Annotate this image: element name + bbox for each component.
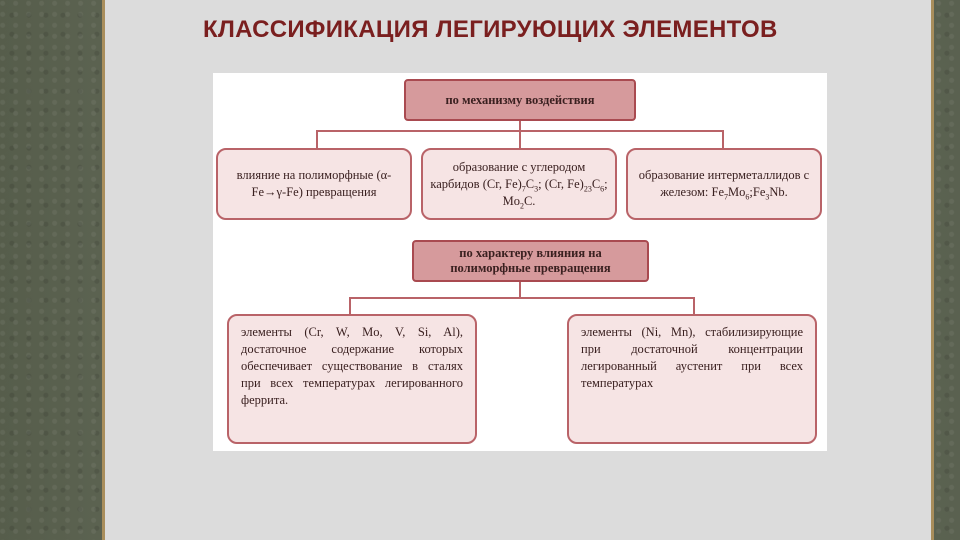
connector: [519, 130, 521, 148]
mechanism-item-label: образование с углеродом карбидов (Cr, Fe…: [430, 159, 608, 210]
connector: [722, 130, 724, 148]
connector: [693, 297, 695, 315]
mechanism-item-intermetallics: образование интерметаллидов с железом: F…: [626, 148, 822, 220]
slide-title: КЛАССИФИКАЦИЯ ЛЕГИРУЮЩИХ ЭЛЕМЕНТОВ: [203, 16, 778, 43]
slide: КЛАССИФИКАЦИЯ ЛЕГИРУЮЩИХ ЭЛЕМЕНТОВ по ме…: [102, 0, 934, 540]
mechanism-header: по механизму воздействия: [404, 79, 636, 121]
connector: [316, 130, 318, 148]
polymorph-item-austenite: элементы (Ni, Mn), стабилизирующие при д…: [567, 314, 817, 444]
mechanism-item-polymorph: влияние на полиморфные (α-Fe→γ-Fe) превр…: [216, 148, 412, 220]
mechanism-item-label: влияние на полиморфные (α-Fe→γ-Fe) превр…: [236, 168, 392, 199]
polymorph-item-ferrite: элементы (Cr, W, Mo, V, Si, Al), достато…: [227, 314, 477, 444]
mechanism-item-label: образование интерметаллидов с железом: F…: [638, 168, 810, 202]
mechanism-item-carbides: образование с углеродом карбидов (Cr, Fe…: [421, 148, 617, 220]
connector: [519, 121, 521, 131]
connector: [349, 297, 351, 315]
polymorph-item-label: элементы (Cr, W, Mo, V, Si, Al), достато…: [241, 325, 463, 407]
connector: [349, 297, 695, 299]
polymorph-header: по характеру влияния на полиморфные прев…: [412, 240, 649, 282]
classification-diagram: по механизму воздействия по характеру вл…: [213, 73, 827, 451]
connector: [519, 282, 521, 298]
polymorph-item-label: элементы (Ni, Mn), стабилизирующие при д…: [581, 325, 803, 390]
